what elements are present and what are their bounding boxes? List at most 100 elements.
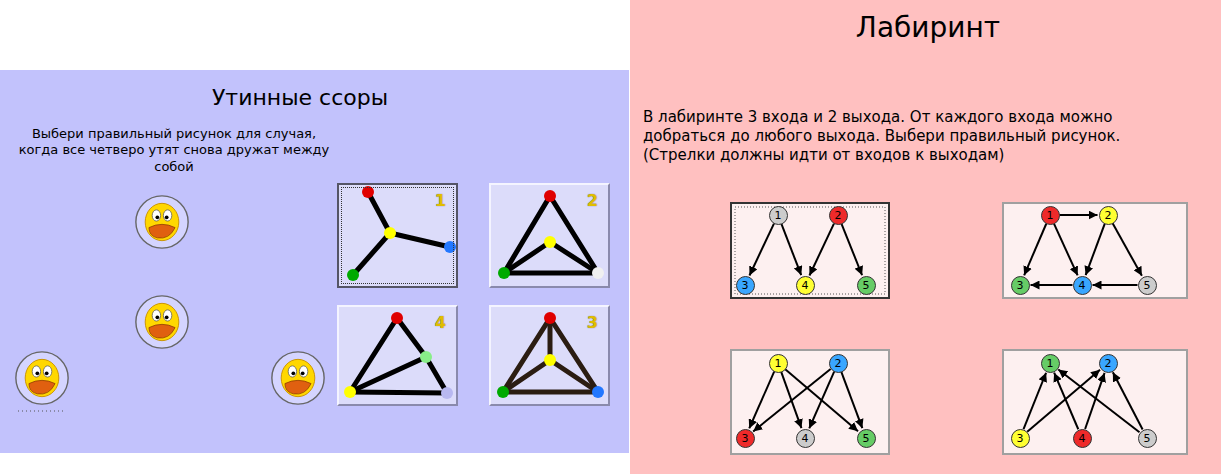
point-number: 4 bbox=[802, 279, 809, 292]
point-number: 1 bbox=[775, 357, 782, 370]
arrow-connector bbox=[809, 224, 833, 276]
maze-frame bbox=[731, 350, 889, 454]
answer-frame: 1 bbox=[337, 183, 458, 288]
duck-graph-2 bbox=[504, 196, 598, 273]
friend-line bbox=[504, 242, 550, 273]
frame-fill bbox=[489, 183, 610, 288]
maze-point: 3 bbox=[736, 429, 755, 448]
duck-graph-3 bbox=[503, 318, 598, 392]
frame-number: 1 bbox=[339, 185, 456, 210]
arrow-connector bbox=[1024, 224, 1046, 276]
duck-dot bbox=[592, 267, 604, 279]
point-number: 4 bbox=[1079, 279, 1086, 292]
frame-number: 2 bbox=[491, 185, 608, 210]
arrow-connector bbox=[841, 372, 862, 428]
frame-number: 3 bbox=[491, 307, 608, 332]
duck-icon bbox=[272, 352, 324, 404]
arrow-connector bbox=[753, 369, 830, 431]
friend-line bbox=[390, 233, 450, 247]
maze-point: 4 bbox=[796, 276, 815, 295]
maze-point: 5 bbox=[857, 429, 876, 448]
duck-dot bbox=[544, 354, 556, 366]
point-number: 5 bbox=[1144, 279, 1151, 292]
friend-line bbox=[504, 196, 550, 273]
point-number: 3 bbox=[742, 432, 749, 445]
friend-line bbox=[353, 233, 390, 275]
arrow-connector bbox=[1113, 223, 1142, 276]
instruction-text: В лабиринте 3 входа и 2 выхода. От каждо… bbox=[643, 108, 1191, 164]
point-number: 5 bbox=[1144, 432, 1151, 445]
friend-line bbox=[426, 357, 447, 393]
maze-point: 2 bbox=[1099, 206, 1118, 225]
friend-line bbox=[503, 390, 598, 395]
point-number: 5 bbox=[863, 279, 870, 292]
arrow-connector bbox=[1093, 284, 1138, 286]
maze-point: 5 bbox=[1138, 276, 1157, 295]
maze-point: 3 bbox=[1011, 429, 1030, 448]
instruction-text: Выбери правильный рисунок для случая, ко… bbox=[16, 126, 332, 175]
arrow-connector bbox=[1085, 373, 1104, 429]
frame-number: 4 bbox=[339, 307, 456, 332]
point-number: 1 bbox=[775, 209, 782, 222]
point-number: 2 bbox=[835, 209, 842, 222]
duck-dot bbox=[544, 312, 556, 324]
friend-line bbox=[350, 357, 426, 392]
friend-line bbox=[548, 318, 553, 360]
maze-frame bbox=[1003, 203, 1187, 298]
maze-point: 5 bbox=[1138, 429, 1157, 448]
duck-dot bbox=[420, 351, 432, 363]
friend-line bbox=[550, 360, 598, 392]
arrow-connector bbox=[1113, 372, 1143, 429]
maze-point: 1 bbox=[769, 354, 788, 373]
point-number: 1 bbox=[1047, 209, 1054, 222]
duck-dot bbox=[344, 386, 356, 398]
dotted-mark bbox=[18, 411, 66, 412]
friend-line bbox=[503, 318, 550, 392]
maze-point: 2 bbox=[829, 354, 848, 373]
answer-frame: 3 bbox=[489, 305, 610, 406]
arrow-connector bbox=[1024, 373, 1047, 429]
answer-frame: 2 bbox=[489, 183, 610, 288]
left-panel bbox=[0, 70, 629, 453]
point-number: 3 bbox=[1017, 279, 1024, 292]
arrow-connector bbox=[785, 369, 858, 431]
point-number: 3 bbox=[742, 279, 749, 292]
friend-line bbox=[504, 271, 598, 276]
maze-point: 1 bbox=[1041, 354, 1060, 373]
friend-line bbox=[350, 392, 447, 393]
duck-dot bbox=[391, 312, 403, 324]
duck-dot bbox=[347, 269, 359, 281]
maze-frame bbox=[1003, 350, 1187, 454]
arrow-connector bbox=[1054, 224, 1078, 276]
arrow-connector bbox=[842, 224, 863, 275]
maze-point: 3 bbox=[736, 276, 755, 295]
duck-icon bbox=[16, 352, 68, 404]
maze-point: 5 bbox=[857, 276, 876, 295]
arrow-connector bbox=[1027, 370, 1100, 432]
duck-dot bbox=[444, 241, 456, 253]
point-number: 2 bbox=[1105, 357, 1112, 370]
duck-dot bbox=[544, 190, 556, 202]
maze-point: 2 bbox=[829, 206, 848, 225]
arrow-connector bbox=[809, 372, 834, 429]
arrow-connector bbox=[749, 372, 774, 429]
friend-line bbox=[397, 318, 426, 357]
maze-point: 1 bbox=[1041, 206, 1060, 225]
maze-point: 4 bbox=[796, 429, 815, 448]
friend-line bbox=[368, 192, 390, 233]
duck-icon bbox=[136, 296, 188, 348]
arrow-connector bbox=[1031, 284, 1073, 286]
point-number: 2 bbox=[835, 357, 842, 370]
maze-frame bbox=[731, 203, 889, 298]
panel-title: Утинные ссоры bbox=[150, 84, 450, 112]
friend-line bbox=[550, 242, 598, 273]
maze-point: 2 bbox=[1099, 354, 1118, 373]
point-number: 1 bbox=[1047, 357, 1054, 370]
maze-point: 3 bbox=[1011, 276, 1030, 295]
right-panel bbox=[630, 0, 1221, 474]
maze-point: 4 bbox=[1073, 429, 1092, 448]
duck-graph-4 bbox=[350, 318, 447, 393]
duck-dot bbox=[362, 186, 374, 198]
